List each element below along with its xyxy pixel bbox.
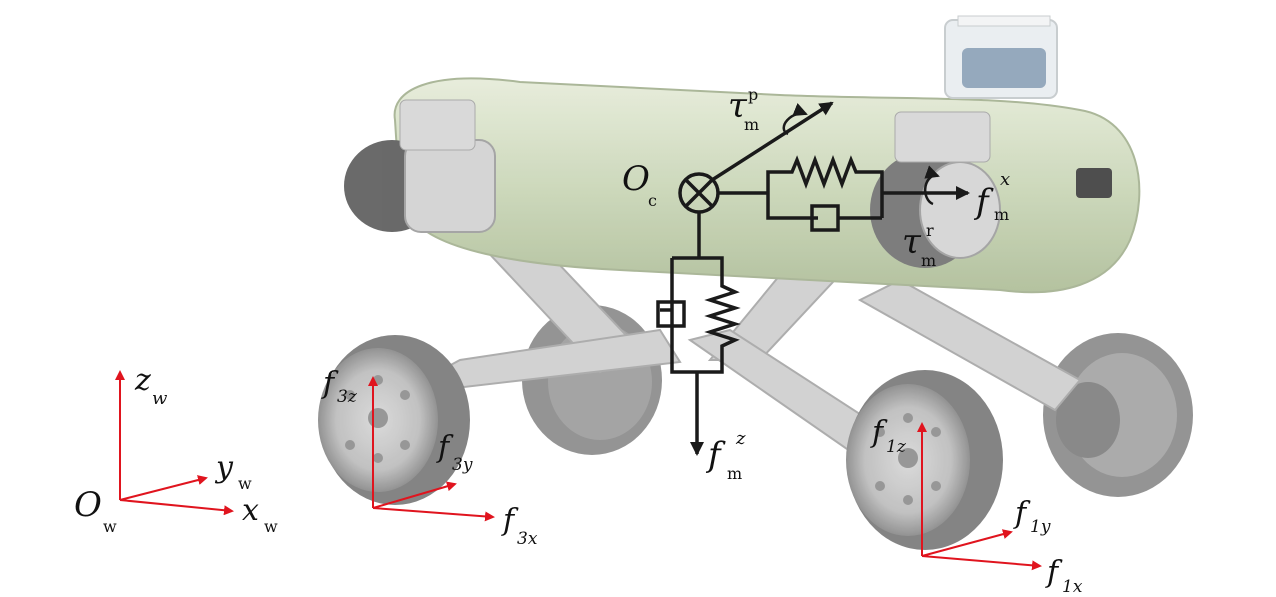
- robot-illustration: [318, 15, 1193, 550]
- world-y-label: y: [214, 450, 234, 485]
- world-x-sub: w: [264, 517, 278, 536]
- tau-r-sub: m: [921, 251, 936, 270]
- front-left-wheel: [318, 335, 470, 505]
- lidar-sensor: [944, 15, 1058, 99]
- front-right-wheel: [846, 370, 1003, 550]
- f3z-sub: 3z: [337, 387, 358, 407]
- fm-x-sub: m: [994, 205, 1009, 224]
- f1x-arrow: [921, 555, 1042, 571]
- f1y-label: f: [1013, 496, 1031, 531]
- hip-motors: [344, 99, 1001, 268]
- tau-p-sub: m: [744, 115, 759, 134]
- body-frame-mechanism: [656, 101, 970, 456]
- fm-z-label: f: [705, 435, 726, 475]
- pitch-axis-arrow: [711, 101, 834, 182]
- f1x-sub: 1x: [1062, 577, 1083, 597]
- world-x-label: x: [242, 493, 259, 528]
- world-z-sub: w: [152, 388, 168, 409]
- tau-r-label: τ: [902, 222, 922, 262]
- body-origin-label: O: [622, 159, 650, 199]
- world-origin-sub: w: [103, 517, 117, 536]
- force-arrows: [115, 370, 1042, 571]
- world-y-axis: [119, 475, 208, 501]
- fm-x-sup: x: [1000, 169, 1010, 190]
- f3y-arrow: [372, 481, 457, 509]
- world-origin-label: O: [74, 485, 102, 525]
- world-z-label: z: [134, 363, 151, 398]
- f3x-arrow: [372, 507, 495, 522]
- world-x-axis: [119, 499, 234, 516]
- f1z-sub: 1z: [886, 437, 907, 457]
- tau-r-sup: r: [926, 221, 934, 240]
- f3y-sub: 3y: [452, 455, 473, 475]
- labels: O w z w y w x w O c τ p m f x m τ r m f …: [74, 85, 1083, 597]
- tau-p-label: τ: [728, 86, 748, 126]
- fm-z-sub: m: [727, 464, 742, 483]
- world-y-sub: w: [238, 474, 252, 493]
- pitch-rotation-arc: [782, 103, 808, 136]
- roll-rotation-arc: [923, 165, 940, 206]
- fm-z-sup: z: [735, 428, 746, 449]
- f1y-sub: 1y: [1030, 517, 1051, 537]
- f3x-sub: 3x: [517, 529, 538, 549]
- body-origin-sub: c: [648, 191, 657, 210]
- f1y-arrow: [921, 529, 1013, 557]
- f1x-label: f: [1045, 555, 1063, 590]
- rear-right-wheel: [1043, 333, 1193, 497]
- tau-p-sup: p: [748, 85, 758, 104]
